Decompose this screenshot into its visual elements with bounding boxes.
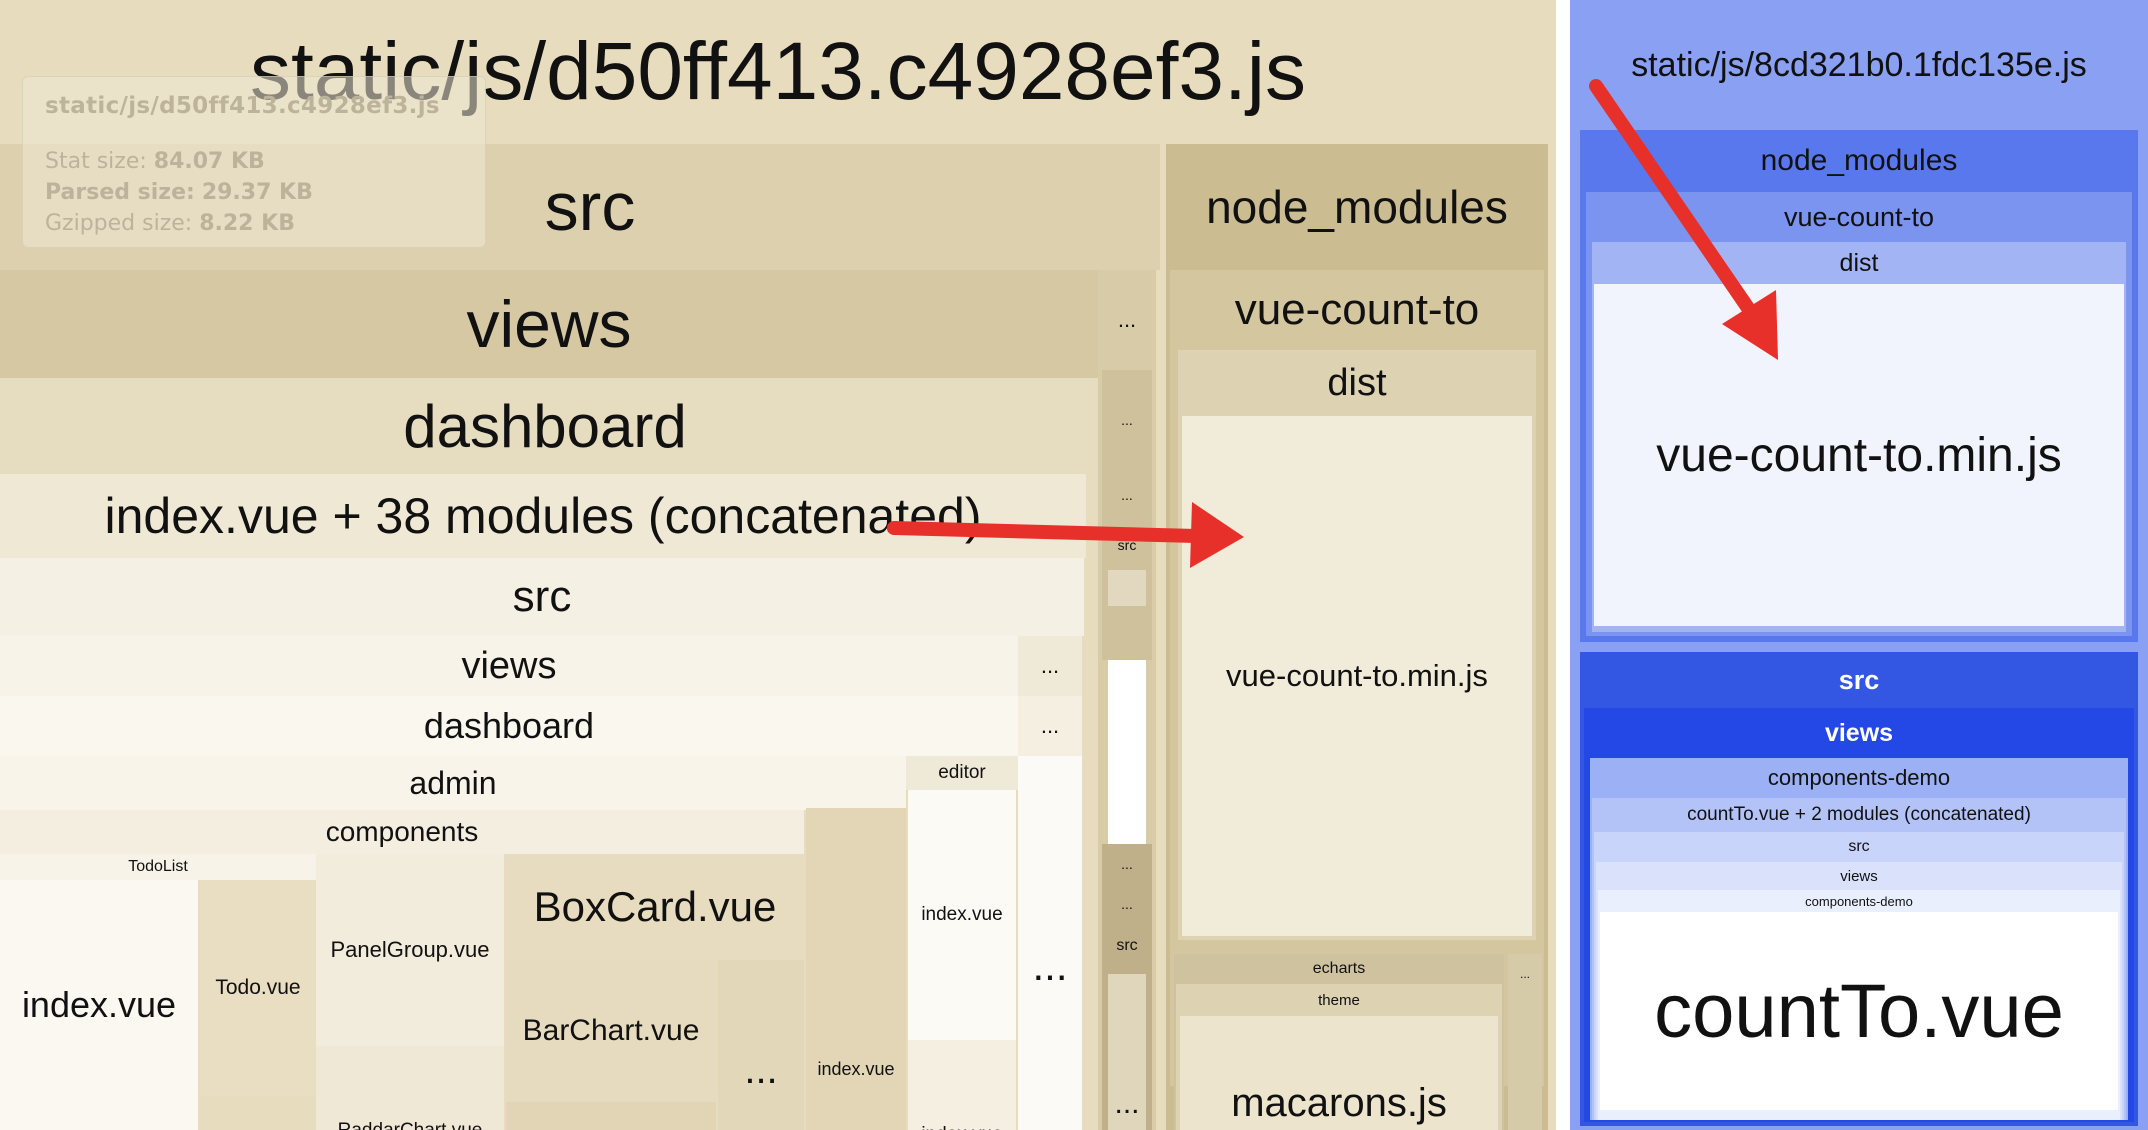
inner-dashboard-group[interactable]: dashboard [0,696,1018,756]
more-tile[interactable]: ... [1018,636,1082,696]
dist-label: dist [1327,361,1387,404]
right-inner-src-label: src [1848,838,1870,855]
tooltip-gzip-size: Gzipped size: 8.22 KB [45,211,295,236]
barchart-vue[interactable]: BarChart.vue [506,960,716,1102]
todolist-group[interactable]: TodoList [0,854,316,880]
editor-index-vue-2: index.vue [908,1120,1016,1130]
tooltip-parsed-label: Parsed size: [45,180,195,205]
vue-count-to-group[interactable]: vue-count-to dist vue-count-to.min.js [1170,270,1544,1086]
editor-group[interactable]: editor [906,756,1018,790]
dashboard-group[interactable]: dashboard [0,378,1090,474]
strip-bottom-more: ... [1114,1087,1140,1120]
vue-count-to-min-js[interactable]: vue-count-to.min.js [1182,416,1532,936]
right-countto-vue[interactable]: countTo.vue [1600,912,2118,1110]
node-modules-small-tile[interactable]: ... [1508,954,1542,1130]
inner-views-group[interactable]: views [0,636,1018,696]
raddarchart-vue: RaddarChart.vue [316,1116,504,1130]
node-modules-label: node_modules [1206,181,1508,233]
strip-block[interactable]: ... ... src [1102,370,1152,660]
right-node-modules-label: node_modules [1760,144,1958,177]
strip-src: src [1116,937,1138,954]
strip-more-small: ... [1121,412,1133,428]
node-modules-group[interactable]: node_modules vue-count-to dist vue-count… [1166,144,1548,1130]
right-concatenated-label: countTo.vue + 2 modules (concatenated) [1687,804,2031,825]
tooltip-stat-label: Stat size: [45,149,147,174]
concatenated-module[interactable]: index.vue + 38 modules (concatenated) [0,474,1086,558]
right-vue-count-to-label: vue-count-to [1783,201,1935,232]
views-group[interactable]: views [0,270,1098,378]
right-src-label: src [1838,664,1880,695]
right-components-demo-group[interactable]: components-demo countTo.vue + 2 modules … [1590,758,2128,1120]
right-inner-views-group[interactable]: views components-demo countTo.vue [1596,862,2122,1120]
right-node-modules-group[interactable]: node_modules vue-count-to dist vue-count… [1580,130,2138,642]
strip-bottom[interactable]: ... ... src ... [1102,844,1152,1130]
chart-tile[interactable] [506,1102,716,1130]
right-dist-group[interactable]: dist vue-count-to.min.js [1592,242,2126,632]
macarons-js[interactable]: macarons.js [1180,1016,1498,1130]
tooltip-stat-size: Stat size: 84.07 KB [45,149,265,174]
right-chunk-treemap[interactable]: static/js/8cd321b0.1fdc135e.js node_modu… [1570,0,2148,1130]
vue-count-to-label: vue-count-to [1234,285,1480,334]
todo-vue[interactable]: Todo.vue [200,880,316,1096]
dist-group[interactable]: dist vue-count-to.min.js [1178,350,1536,940]
right-inner-components-demo-label: components-demo [1805,893,1913,909]
right-views-group[interactable]: views components-demo countTo.vue + 2 mo… [1584,708,2134,1122]
strip-bottom-sub[interactable]: ... [1108,974,1146,1130]
more-label: ... [1032,942,1068,989]
strip-more-small: ... [1121,487,1133,503]
theme-group[interactable]: theme macarons.js [1176,984,1502,1130]
components-group[interactable]: components [0,810,804,854]
echarts-group[interactable]: echarts theme macarons.js [1174,954,1504,1130]
echarts-label: echarts [1312,960,1366,977]
right-vue-count-to-min-js[interactable]: vue-count-to.min.js [1594,284,2124,626]
strip-src: src [1117,537,1137,553]
right-inner-views-label: views [1840,867,1878,885]
index-vue-large[interactable]: index.vue [0,880,198,1130]
inner-src-group[interactable]: src [0,558,1084,636]
right-inner-components-demo-group[interactable]: components-demo countTo.vue [1598,890,2120,1120]
theme-label: theme [1318,991,1360,1009]
strip-more-small: ... [1121,896,1133,912]
editor-index-vue[interactable]: index.vue [908,790,1016,1040]
more-tile[interactable]: ... [718,960,804,1130]
right-chunk-title[interactable]: static/js/8cd321b0.1fdc135e.js [1631,45,2087,84]
right-src-group[interactable]: src views components-demo countTo.vue + … [1580,652,2138,1126]
index-vue-mid[interactable]: index.vue [806,808,906,1130]
tooltip-title: static/js/d50ff413.c4928ef3.js [45,93,440,119]
right-dist-label: dist [1839,248,1879,277]
tooltip-parsed-value: 29.37 KB [201,180,313,205]
right-inner-src-group[interactable]: src views components-demo countTo.vue [1594,832,2124,1120]
strip-more-small: ... [1121,856,1133,872]
panelgroup-vue[interactable]: PanelGroup.vue [316,854,504,1046]
more-column[interactable]: ... [1018,756,1082,1130]
right-views-label: views [1824,718,1894,747]
node-modules-small-more: ... [1519,967,1530,981]
admin-group[interactable]: admin [0,756,906,810]
right-components-demo-label: components-demo [1767,765,1951,790]
editor-index-vue-2-tile[interactable]: index.vue [908,1040,1016,1130]
more-tile[interactable]: ... [1018,696,1082,756]
tooltip-parsed-size: Parsed size: 29.37 KB [45,180,313,205]
right-concatenated-module[interactable]: countTo.vue + 2 modules (concatenated) s… [1592,798,2126,1120]
module-tooltip: static/js/d50ff413.c4928ef3.js Stat size… [22,76,486,248]
raddarchart-tile[interactable]: RaddarChart.vue [316,1046,504,1130]
left-chunk-treemap[interactable]: static/js/d50ff413.c4928ef3.js src views… [0,0,1556,1130]
strip-more: ... [1117,307,1137,332]
tooltip-stat-value: 84.07 KB [153,149,265,174]
tooltip-gzip-label: Gzipped size: [45,211,193,236]
boxcard-vue[interactable]: BoxCard.vue [506,854,804,960]
right-vue-count-to-group[interactable]: vue-count-to dist vue-count-to.min.js [1586,192,2132,636]
tooltip-gzip-value: 8.22 KB [199,211,295,236]
strip-sub[interactable] [1108,570,1146,606]
chunk-divider [1556,0,1570,1130]
